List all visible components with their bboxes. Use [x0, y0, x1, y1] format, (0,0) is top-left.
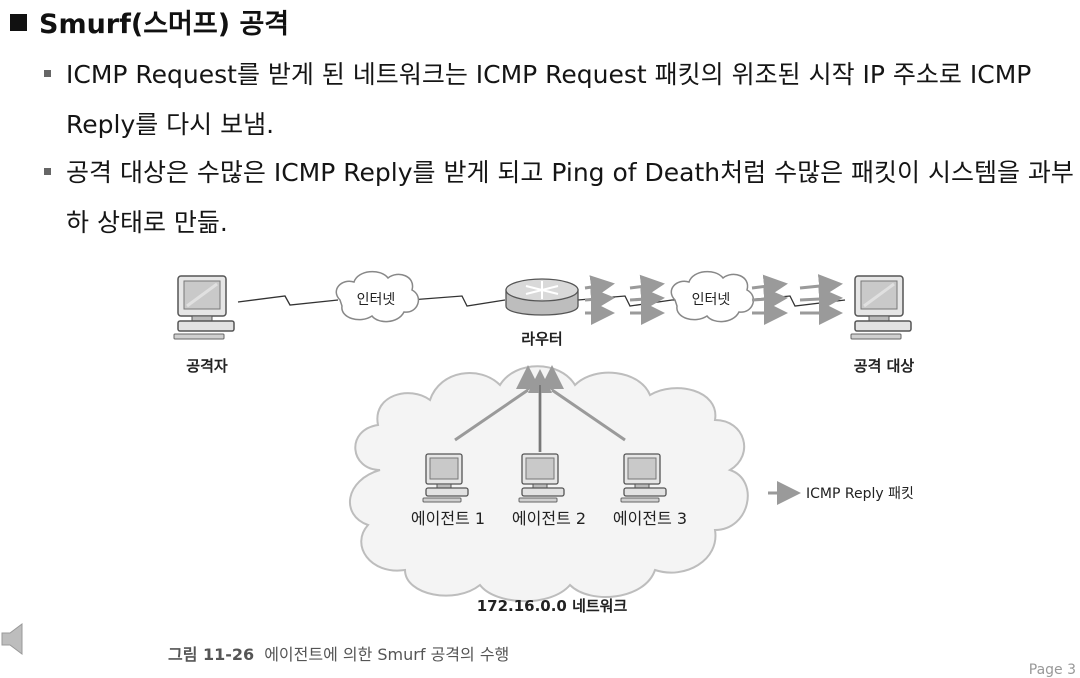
- reply-arrows-group-2: [751, 274, 843, 325]
- internet-label-2: 인터넷: [692, 292, 731, 308]
- bullet-item-1: ICMP Request를 받게 된 네트워크는 ICMP Request 패킷…: [44, 50, 1074, 150]
- internet-label-1: 인터넷: [357, 292, 396, 308]
- router-label: 라우터: [521, 330, 562, 348]
- bullet-text-2: 공격 대상은 수많은 ICMP Reply를 받게 되고 Ping of Dea…: [66, 158, 1074, 237]
- figure-caption: 그림 11-26 에이전트에 의한 Smurf 공격의 수행: [168, 645, 509, 664]
- reply-arrows-group-1: [584, 274, 665, 325]
- router-icon: [505, 278, 579, 316]
- page-number: Page 3: [1028, 662, 1076, 678]
- link-internet-router: [409, 295, 506, 307]
- bullet-dot-icon: [44, 168, 51, 175]
- internet-cloud-1: 인터넷: [335, 270, 420, 323]
- network-label: 172.16.0.0 네트워크: [477, 597, 628, 615]
- attacker-computer-icon: [172, 274, 236, 341]
- agent-3-label: 에이전트 3: [613, 509, 687, 528]
- agent-2-label: 에이전트 2: [512, 509, 586, 528]
- square-bullet-icon: [10, 14, 27, 31]
- agent-3-computer-icon: [620, 453, 667, 503]
- caption-number: 그림 11-26: [168, 645, 254, 664]
- link-attacker-router: [237, 295, 339, 306]
- bullet-text-1: ICMP Request를 받게 된 네트워크는 ICMP Request 패킷…: [66, 60, 1032, 139]
- attacker-label: 공격자: [186, 357, 228, 375]
- slide-title-text: Smurf(스머프) 공격: [39, 9, 290, 40]
- agent-1-label: 에이전트 1: [411, 509, 485, 528]
- bullet-dot-icon: [44, 70, 51, 77]
- agent-2-computer-icon: [518, 453, 565, 503]
- slide-title: Smurf(스머프) 공격: [10, 2, 289, 41]
- target-computer-icon: [849, 274, 913, 341]
- caption-text: 에이전트에 의한 Smurf 공격의 수행: [264, 645, 509, 664]
- internet-cloud-2: 인터넷: [670, 270, 755, 323]
- target-label: 공격 대상: [854, 357, 915, 375]
- speaker-icon[interactable]: [0, 622, 28, 656]
- agent-1-computer-icon: [422, 453, 469, 503]
- bullet-item-2: 공격 대상은 수많은 ICMP Reply를 받게 되고 Ping of Dea…: [44, 148, 1074, 248]
- legend-label: ICMP Reply 패킷: [806, 486, 914, 502]
